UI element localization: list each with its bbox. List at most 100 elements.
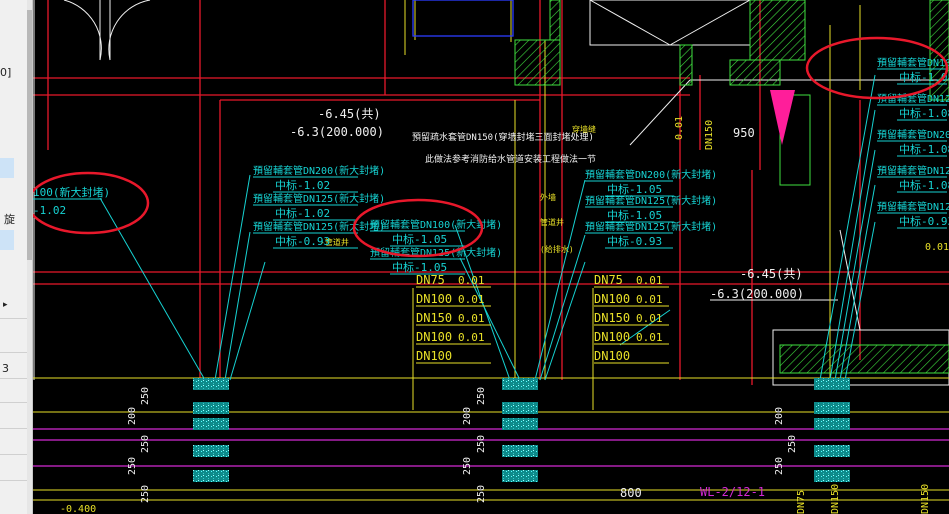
note-text: 此做法参考消防给水管道安装工程做法一节 [425,153,596,165]
note-text: 外墙 [540,192,556,202]
dim-vertical: 250 [476,387,487,405]
note-text: (给排水) [540,244,574,254]
pipe-value-label: 0.01 [458,312,485,325]
note-text: 穿墙缝 [572,124,596,134]
pipe-value-label: 0.01 [636,293,663,306]
dim-vertical: 250 [127,457,138,475]
callout-label: 預留輔套管DN100(新大封堵) [877,56,949,69]
pipe-size-label: DN150 [416,311,452,325]
dim-vertical: 250 [140,485,151,503]
dim-vertical: 250 [140,435,151,453]
pipe-size-label: DN100 [594,330,630,344]
left-panel: 0] 旋 ▸ 3 [0,0,33,514]
hatched-walls [514,0,949,374]
callout-elevation: -1.02 [33,204,66,217]
red-wall-lines [33,0,949,385]
yellow-pipe-lines [33,0,949,501]
dim-vertical: 250 [476,435,487,453]
pipe-value-label: 0.01 [636,331,663,344]
dim-vertical: 200 [462,407,473,425]
dim-vertical: 200 [774,407,785,425]
leader-lines [99,74,876,381]
callout-elevation: 中标-1.05 [392,232,447,246]
elevation-label: -6.3(200.000) [290,125,384,139]
elevation-label: -6.45(共) [318,107,381,121]
callout-label: 預留輔套管DN100(新大封堵) [370,218,502,231]
callout-elevation: 中标-1.08 [899,106,949,120]
callout-elevation: 中标-1.08 [899,178,949,192]
pipe-value-label: 0.01 [458,331,485,344]
note-text: -管道井 [320,237,349,247]
dim-vertical: 250 [774,457,785,475]
elevation-label: -0.400 [60,504,96,514]
elevation-label: 0.01 [925,242,949,253]
pipe-size-label: DN100 [594,349,630,363]
panel-selected-row-2[interactable] [0,230,14,250]
dn-vertical-label: DN150 [830,484,841,514]
pipe-size-label: DN75 [416,273,445,287]
dn-vertical-label: DN150 [704,120,715,150]
panel-text: 3 [2,362,9,375]
expand-arrow-icon[interactable]: ▸ [3,300,8,310]
magenta-pipe-lines [33,428,949,467]
pipe-size-label: DN100 [416,330,452,344]
dn-vertical-label: 0.01 [674,116,685,140]
elevation-label: -6.45(共) [740,267,803,281]
callout-groups: 預留輔套管DN200(新大封堵)中标-1.02預留輔套管DN125(新大封堵)中… [33,56,949,275]
pipe-value-label: 0.01 [636,274,663,287]
pipe-size-label: DN75 [594,273,623,287]
callout-elevation: 中标-0.93 [275,234,330,248]
blue-lines [412,0,514,37]
callout-label: 預留輔套管DN125(新大封堵) [585,194,717,207]
dim-vertical: 250 [140,387,151,405]
panel-selected-row[interactable] [0,158,14,178]
dim-vertical: 250 [476,485,487,503]
callout-elevation: 中标-0.93 [899,214,949,228]
dimension-label: 800 [620,486,642,500]
pipe-tag: WL-2/12-1 [700,485,765,499]
callout-elevation: 中标-1.02 [275,206,330,220]
pipe-value-label: 0.01 [458,274,485,287]
panel-text: 0] [0,66,12,79]
callout-label: 預留輔套管DN200(新大封堵) [585,168,717,181]
red-markup-ellipses [33,36,949,258]
dn-vertical-label: DN75 [796,490,807,514]
callout-label: 預留輔套管DN200(新大封堵) [253,164,385,177]
callout-label: 預留輔套管DN125(新大封堵) [877,164,949,177]
callout-elevation: 中标-1.08 [899,142,949,156]
sleeve-blocks [193,378,850,482]
callout-label: 預留輔套管DN125(新大封堵) [585,220,717,233]
pipe-value-label: 0.01 [458,293,485,306]
pipe-size-label: DN150 [594,311,630,325]
elevation-label: -6.3(200.000) [710,287,804,301]
cad-drawing-canvas[interactable]: -6.45(共) -6.3(200.000) -6.45(共) -6.3(200… [33,0,949,514]
callout-label: 預留輔套管DN125(新大封堵) [877,200,949,213]
panel-text: 旋 [4,213,15,226]
dim-vertical: 250 [787,435,798,453]
callout-label: 預留輔套管DN200(新大封堵) [877,128,949,141]
pipe-size-label: DN100 [594,292,630,306]
dim-vertical: 250 [462,457,473,475]
dn-vertical-label: DN150 [920,484,931,514]
callout-label: 預留輔套管DN125(新大封堵) [253,220,385,233]
pipe-size-label: DN100 [416,349,452,363]
callout-elevation: 中标-1.02 [275,178,330,192]
magenta-marker [770,90,795,145]
pipe-value-label: 0.01 [636,312,663,325]
panel-scrollbar[interactable] [27,0,32,514]
note-text: 預留疏水套管DN150(穿墙封堵三面封堵处理) [412,131,594,143]
callout-label: 預留輔套管DN125(新大封堵) [877,92,949,105]
note-text: 管道井 [540,217,564,227]
dim-vertical: 200 [127,407,138,425]
scrollbar-thumb[interactable] [27,10,32,260]
markup-ellipse[interactable] [33,171,150,235]
markup-ellipse[interactable] [805,36,949,100]
callout-elevation: 中标-1.05 [607,182,662,196]
callout-elevation: 中标-1.05 [607,208,662,222]
pipe-size-label: DN100 [416,292,452,306]
callout-label: 100(新大封堵) [33,185,110,199]
dimension-label: 950 [733,126,755,140]
callout-elevation: 中标-1.05 [392,260,447,274]
markup-ellipse[interactable] [352,198,484,258]
